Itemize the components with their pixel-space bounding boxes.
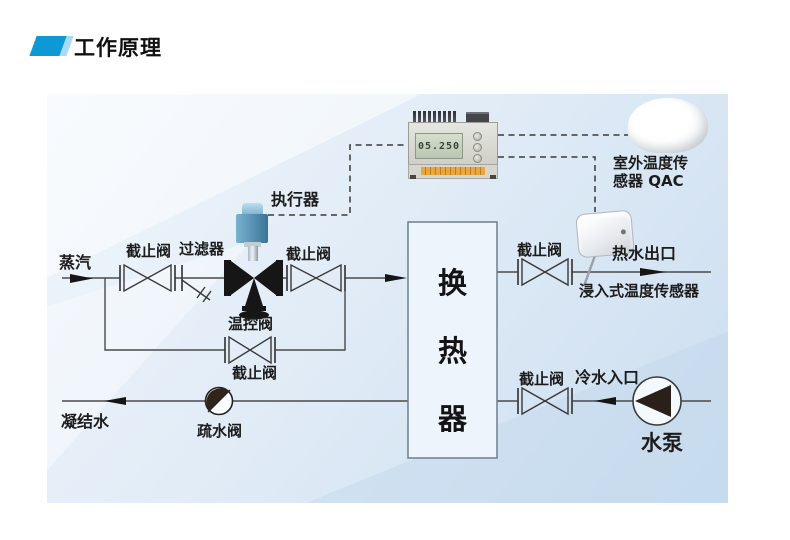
hx-char-1: 换 xyxy=(437,266,467,300)
controller-terminal-base xyxy=(408,164,498,179)
steam-trap-label: 疏水阀 xyxy=(197,422,243,440)
controller-orange-terminal-strip xyxy=(421,167,485,175)
cold-stop-valve-label: 截止阀 xyxy=(519,370,565,388)
heat-exchanger-label: 换 热 器 xyxy=(408,260,497,438)
temp-control-valve-label: 温控阀 xyxy=(228,315,274,333)
actuator-label: 执行器 xyxy=(271,190,320,209)
controller-connector xyxy=(466,112,489,125)
diagram-panel: 05.250 蒸汽 截止阀 过滤器 执行器 截止阀 温控阀 截止阀 换 热 器 … xyxy=(47,94,728,503)
stop-valve-1-label: 截止阀 xyxy=(126,242,172,260)
hot-water-arrow xyxy=(640,268,666,276)
cold-stop-valve-symbol xyxy=(517,386,573,416)
piping-diagram xyxy=(62,134,711,459)
controller-front-panel: 05.250 xyxy=(408,122,498,166)
steam-trap-symbol xyxy=(204,386,234,416)
controller-foot xyxy=(490,175,496,179)
control-valve-body xyxy=(224,260,283,320)
hot-stop-valve-label: 截止阀 xyxy=(517,241,563,259)
controller-device: 05.250 xyxy=(408,110,498,179)
cold-water-arrow xyxy=(594,397,616,405)
title-parallelogram-icon xyxy=(29,36,77,56)
outdoor-sensor-label: 室外温度传 感器 QAC xyxy=(613,154,688,190)
controller-buttons xyxy=(473,132,482,163)
controller-foot xyxy=(410,175,416,179)
actuator-stem xyxy=(248,246,258,261)
outdoor-sensor-label-line2: 感器 QAC xyxy=(613,172,684,190)
outdoor-temp-sensor xyxy=(628,98,708,153)
controller-terminal-pins xyxy=(413,111,456,122)
page-title: 工作原理 xyxy=(74,36,162,60)
strainer-symbol xyxy=(181,265,212,303)
bypass-stop-valve-label: 截止阀 xyxy=(232,364,278,382)
water-pump-symbol xyxy=(632,376,682,426)
hx-char-3: 器 xyxy=(437,402,467,436)
condensate-label: 凝结水 xyxy=(61,412,110,431)
immersion-sensor-dashed-line xyxy=(498,156,596,212)
hx-char-2: 热 xyxy=(437,334,467,368)
control-valve-actuator xyxy=(236,214,268,243)
stop-valve-1-symbol xyxy=(119,263,176,293)
stop-valve-2-label: 截止阀 xyxy=(286,245,332,263)
filter-label: 过滤器 xyxy=(179,240,225,258)
hot-water-outlet-label: 热水出口 xyxy=(612,244,677,263)
actuator-signal-dashed-line xyxy=(268,144,408,216)
steam-flow-arrow xyxy=(70,274,93,283)
controller-lcd-display: 05.250 xyxy=(415,133,463,159)
heat-exchanger-box xyxy=(407,221,498,459)
water-pump-label: 水泵 xyxy=(641,431,683,455)
actuator-cap xyxy=(242,203,263,215)
hx-inlet-arrow xyxy=(385,274,407,282)
condensate-arrow xyxy=(104,397,126,405)
bypass-stop-valve-symbol xyxy=(224,335,276,365)
stop-valve-2-symbol xyxy=(286,263,346,293)
steam-label: 蒸汽 xyxy=(59,253,92,272)
outdoor-sensor-label-line1: 室外温度传 xyxy=(613,154,689,172)
cold-water-inlet-label: 冷水入口 xyxy=(575,368,640,387)
bypass-pipe xyxy=(104,278,346,351)
actuator-collar xyxy=(244,242,261,247)
immersion-sensor-label: 浸入式温度传感器 xyxy=(579,282,700,300)
hot-stop-valve-symbol xyxy=(517,257,573,287)
